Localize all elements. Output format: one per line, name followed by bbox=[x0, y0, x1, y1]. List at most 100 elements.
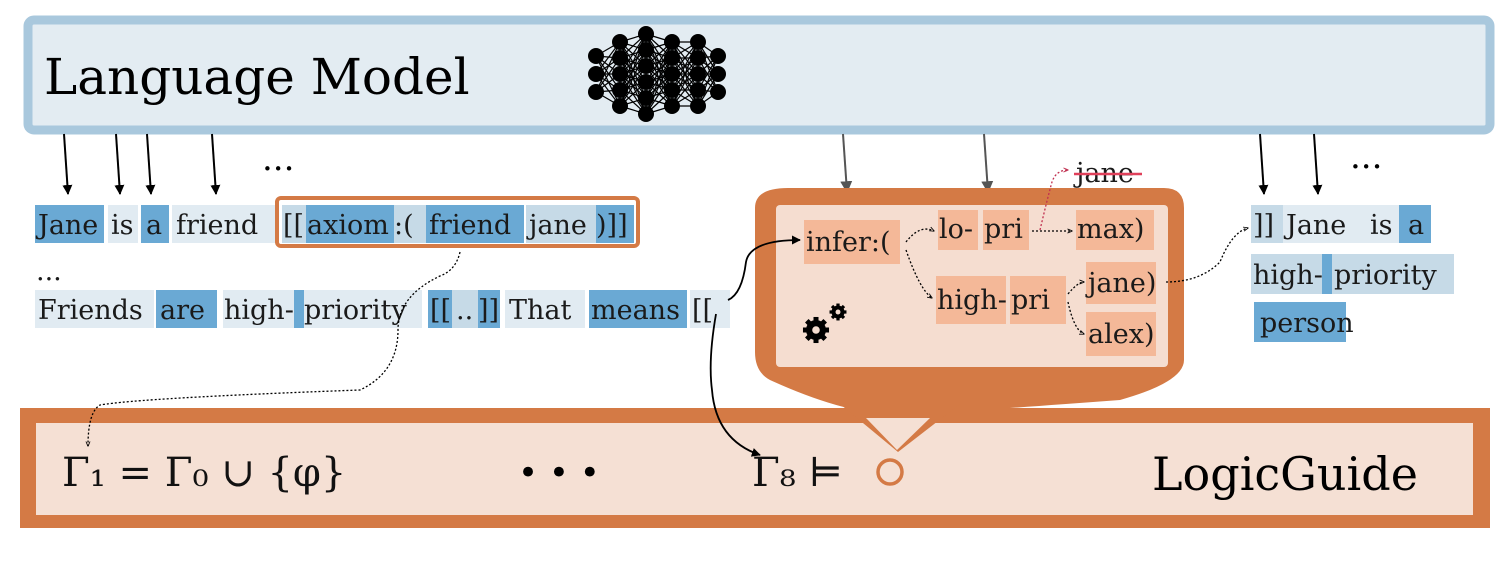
nn-node bbox=[612, 82, 628, 98]
token-that: That bbox=[509, 295, 571, 326]
out-token-high: high- bbox=[1253, 260, 1323, 291]
node-max-box bbox=[1076, 210, 1154, 250]
node-alex: alex) bbox=[1088, 319, 1154, 350]
token-friend-2: friend bbox=[429, 210, 511, 241]
gears-icon bbox=[802, 303, 847, 344]
tok-hl-jane2 bbox=[526, 205, 596, 243]
node-jane: jane) bbox=[1085, 268, 1156, 299]
out-token-close: ]] bbox=[1253, 210, 1274, 241]
token-close-brackets-2: ]] bbox=[478, 295, 499, 326]
nn-node bbox=[638, 26, 654, 42]
nn-node bbox=[664, 66, 680, 82]
ellipsis-top-left: ... bbox=[262, 139, 294, 179]
formula-gamma-1: Γ₁ = Γ₀ ∪ {φ} bbox=[62, 450, 346, 496]
nn-node bbox=[664, 50, 680, 66]
token-jane-2: jane bbox=[526, 210, 587, 241]
ellipsis-line-gap: ... bbox=[36, 256, 62, 287]
gear-large bbox=[802, 316, 830, 344]
out-hl-close bbox=[1251, 205, 1283, 243]
nn-node bbox=[612, 34, 628, 50]
edge-infer-highpri bbox=[905, 249, 932, 298]
text-line-2: Friends are high- priority [[ .. ]] That… bbox=[35, 290, 730, 328]
out-hl-priority bbox=[1332, 254, 1454, 294]
nn-node bbox=[638, 58, 654, 74]
nn-node bbox=[588, 48, 604, 64]
out-token-is: is bbox=[1370, 210, 1393, 241]
connector-means-to-gamma8 bbox=[709, 313, 761, 457]
nn-edge bbox=[697, 55, 719, 107]
entailment-circle bbox=[876, 458, 904, 486]
token-dots: .. bbox=[456, 295, 473, 326]
nn-node bbox=[638, 90, 654, 106]
neural-network-icon bbox=[588, 26, 726, 122]
token-a: a bbox=[146, 210, 162, 241]
nn-node bbox=[690, 66, 706, 82]
output-text: ]] Jane is a high- priority person bbox=[1251, 205, 1454, 342]
inference-popup: infer:( lo- pri max) high- pri jane) ale… bbox=[776, 170, 1168, 367]
token-is: is bbox=[111, 210, 134, 241]
language-model-block: Language Model bbox=[23, 15, 1495, 135]
ellipsis-top-right: ... bbox=[1350, 137, 1382, 177]
out-token-priority: priority bbox=[1334, 260, 1437, 291]
token-are: are bbox=[160, 295, 205, 326]
tok-hl-dots bbox=[452, 290, 478, 328]
nn-node bbox=[664, 82, 680, 98]
nn-node bbox=[588, 66, 604, 82]
nn-node bbox=[664, 34, 680, 50]
nn-edge bbox=[671, 57, 699, 107]
logicguide-title: LogicGuide bbox=[1152, 447, 1418, 501]
gear-small bbox=[829, 303, 847, 321]
tok-hl-close bbox=[596, 205, 634, 243]
token-close: )]] bbox=[596, 210, 628, 241]
token-friend: friend bbox=[176, 210, 258, 241]
tok-hl-a bbox=[141, 205, 169, 243]
tok-hl-close2 bbox=[478, 290, 500, 328]
node-max: max) bbox=[1077, 214, 1144, 245]
nn-node bbox=[664, 98, 680, 114]
nn-node bbox=[638, 42, 654, 58]
nn-node bbox=[690, 82, 706, 98]
tok-hl-hyphen bbox=[294, 290, 304, 328]
nn-node bbox=[638, 106, 654, 122]
tok-hl-are bbox=[156, 290, 217, 328]
token-high: high- bbox=[224, 295, 294, 326]
lm-output-arrows bbox=[62, 133, 1323, 195]
token-priority: priority bbox=[304, 295, 407, 326]
token-jane: Jane bbox=[35, 210, 98, 241]
nn-edge bbox=[595, 55, 621, 107]
tok-hl-means bbox=[589, 290, 687, 328]
language-model-bar bbox=[23, 15, 1495, 135]
nn-node bbox=[690, 98, 706, 114]
nn-node bbox=[690, 50, 706, 66]
tok-hl-axiom bbox=[306, 205, 394, 243]
out-hl-is bbox=[1357, 205, 1399, 243]
nn-node bbox=[638, 74, 654, 90]
logicguide-block: Γ₁ = Γ₀ ∪ {φ} • • • Γ₈ ⊨ LogicGuide bbox=[20, 188, 1490, 528]
tok-hl-that bbox=[505, 290, 585, 328]
out-token-person: person bbox=[1260, 308, 1354, 339]
token-colon-paren: :( bbox=[394, 210, 414, 241]
text-line-1: Jane is a friend [[ axiom :( friend jane… bbox=[35, 196, 640, 248]
token-means: means bbox=[591, 295, 680, 326]
tok-hl-open bbox=[282, 205, 306, 243]
tok-hl-high bbox=[223, 290, 295, 328]
callout-tail-inner bbox=[866, 418, 930, 450]
node-lopri-a: lo- bbox=[939, 214, 973, 245]
nn-node bbox=[612, 50, 628, 66]
formula-dots: • • • bbox=[518, 453, 600, 493]
nn-node bbox=[710, 66, 726, 82]
nn-node bbox=[710, 84, 726, 100]
out-hl-high bbox=[1251, 254, 1322, 294]
node-highpri-b: pri bbox=[1011, 285, 1050, 316]
nn-node bbox=[690, 34, 706, 50]
nn-node bbox=[612, 98, 628, 114]
guided-call-box bbox=[275, 196, 640, 248]
nn-edge bbox=[595, 41, 621, 93]
nn-edge bbox=[671, 41, 699, 91]
node-highpri-a: high- bbox=[937, 285, 1007, 316]
node-lopri-box-b bbox=[983, 210, 1029, 250]
nn-node bbox=[588, 84, 604, 100]
node-infer-box bbox=[804, 220, 900, 264]
tok-hl-friend2 bbox=[426, 205, 524, 243]
node-highpri-box-a bbox=[936, 276, 1006, 324]
